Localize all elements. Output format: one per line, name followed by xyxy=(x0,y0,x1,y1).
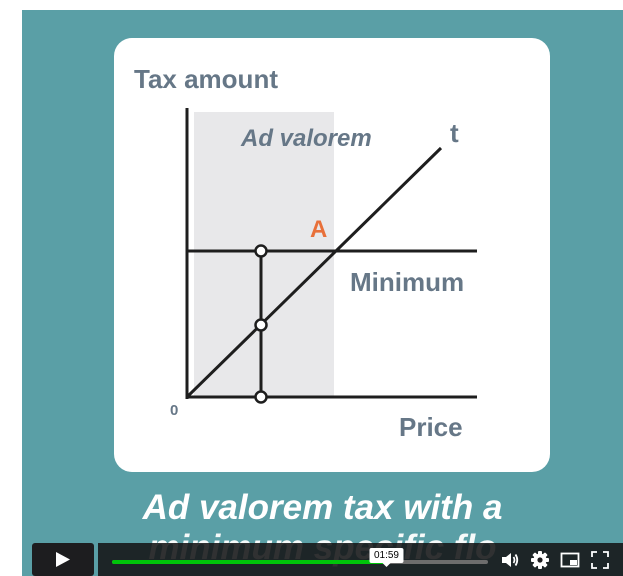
diagram-card: Tax amount Ad valorem t A Minimum 0 Pric… xyxy=(114,38,550,472)
region-label: Ad valorem xyxy=(240,125,372,152)
control-bar: 01:59 xyxy=(98,543,623,576)
marker-rate xyxy=(254,318,268,332)
y-axis-label: Tax amount xyxy=(134,64,278,94)
volume-icon[interactable] xyxy=(500,550,520,570)
tax-diagram: Tax amount Ad valorem t A Minimum 0 Pric… xyxy=(134,64,477,442)
gear-icon[interactable] xyxy=(530,550,550,570)
progress-track[interactable]: 01:59 xyxy=(112,548,488,567)
x-axis-label: Price xyxy=(399,412,463,442)
play-icon xyxy=(56,552,70,567)
play-button[interactable] xyxy=(32,543,94,576)
hover-time-tooltip: 01:59 xyxy=(369,548,403,567)
caption-line-1: Ad valorem tax with a xyxy=(142,488,503,527)
minimum-label: Minimum xyxy=(350,267,464,297)
fullscreen-icon[interactable] xyxy=(590,550,610,570)
picture-in-picture-icon[interactable] xyxy=(560,550,580,570)
progress-fill xyxy=(112,560,387,564)
origin-label: 0 xyxy=(170,402,178,419)
point-label: A xyxy=(310,216,327,243)
tax-rate-line xyxy=(185,146,443,399)
line-label: t xyxy=(450,118,459,148)
video-player[interactable]: Tax amount Ad valorem t A Minimum 0 Pric… xyxy=(22,10,623,576)
player-controls: 01:59 xyxy=(22,543,623,576)
marker-minimum xyxy=(254,244,268,258)
marker-price xyxy=(254,390,268,404)
